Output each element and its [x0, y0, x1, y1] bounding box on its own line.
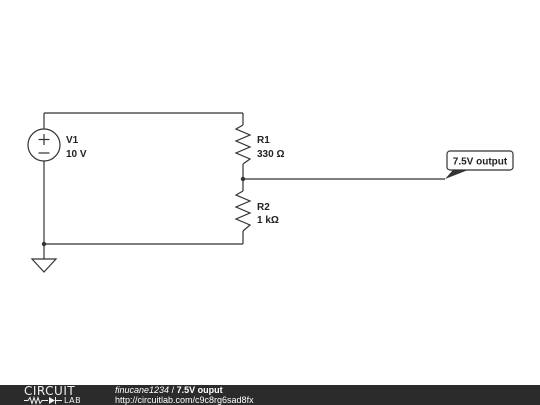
logo-bottom-row: LAB — [24, 396, 96, 405]
footer-info: finucane1234 / 7.5V ouput http://circuit… — [115, 385, 254, 405]
v1-value-label: 10 V — [66, 149, 87, 160]
footer-bar: CIRCUIT LAB finucane1234 / 7.5V ouput ht… — [0, 385, 540, 405]
v1-name-label: V1 — [66, 135, 79, 146]
r2-value-label: 1 kΩ — [257, 215, 279, 226]
footer-title-line: finucane1234 / 7.5V ouput — [115, 385, 254, 395]
junction-node-ground — [41, 241, 47, 247]
logo-resistor-diode-icon — [24, 396, 62, 405]
circuitlab-logo: CIRCUIT LAB — [24, 385, 96, 405]
r1-value-label: 330 Ω — [257, 149, 284, 160]
r1-name-label: R1 — [257, 135, 270, 146]
author-link[interactable]: finucane1234 — [115, 385, 170, 395]
circuit-schematic: V1 10 V R1 330 Ω R2 1 kΩ 7.5V output — [27, 112, 514, 273]
logo-text-top: CIRCUIT — [24, 384, 76, 398]
voltage-source-v1 — [27, 128, 61, 162]
ground-icon — [30, 258, 58, 273]
footer-separator: / — [169, 385, 177, 395]
resistor-r2 — [234, 190, 252, 232]
circuit-url[interactable]: http://circuitlab.com/c9c8rg6sad8fx — [115, 395, 254, 405]
junction-node — [240, 176, 246, 182]
circuit-title: 7.5V ouput — [176, 385, 223, 395]
r2-name-label: R2 — [257, 202, 270, 213]
resistor-r1 — [234, 124, 252, 165]
logo-text-bottom: LAB — [64, 396, 82, 405]
output-probe-label: 7.5V output — [453, 157, 508, 168]
output-probe: 7.5V output — [445, 150, 514, 179]
